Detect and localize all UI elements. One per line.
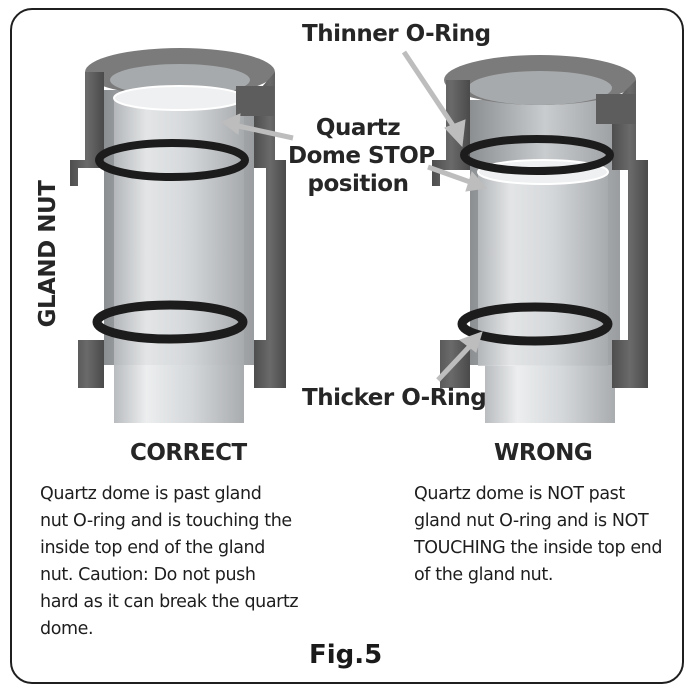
correct-description: Quartz dome is past gland nut O-ring and…	[40, 481, 299, 643]
wrong-assembly	[432, 55, 648, 423]
thicker-oring-label: Thicker O-Ring	[302, 385, 487, 411]
upper-oring	[95, 139, 249, 181]
quartz-dome	[114, 96, 244, 366]
callout-arrows	[221, 50, 487, 382]
thinner-oring-label: Thinner O-Ring	[302, 21, 491, 47]
quartz-stop-line2: Dome STOP	[288, 143, 435, 169]
correct-assembly	[70, 48, 286, 423]
correct-line: nut O-ring and is touching the	[40, 511, 292, 531]
correct-line: dome.	[40, 619, 94, 639]
figure-border	[10, 8, 684, 684]
wrong-line: Quartz dome is NOT past	[414, 484, 625, 504]
lower-oring	[92, 300, 248, 344]
wrong-line: TOUCHING the inside top end	[414, 538, 663, 558]
correct-line: hard as it can break the quartz	[40, 592, 299, 612]
quartz-stop-line3: position	[307, 171, 409, 197]
lower-oring-right	[457, 302, 613, 346]
quartz-stop-label: Quartz Dome STOP position	[288, 114, 435, 198]
figure-label: Fig.5	[309, 640, 383, 670]
wrong-title: WRONG	[494, 440, 593, 466]
gland-nut-side-label: GLAND NUT	[35, 180, 61, 328]
wrong-line: of the gland nut.	[414, 565, 553, 585]
gland-nut-right-wall	[254, 72, 286, 388]
correct-line: nut. Caution: Do not push	[40, 565, 256, 585]
wrong-line: gland nut O-ring and is NOT	[414, 511, 649, 531]
correct-title: CORRECT	[130, 440, 247, 466]
quartz-tube-lower	[114, 365, 244, 423]
gland-nut-left-wall	[70, 72, 104, 388]
wrong-description: Quartz dome is NOT past gland nut O-ring…	[414, 481, 662, 589]
correct-line: Quartz dome is past gland	[40, 484, 262, 504]
upper-oring-right	[460, 135, 614, 175]
quartz-stop-line1: Quartz	[315, 115, 401, 141]
quartz-tube-lower-right	[485, 365, 615, 423]
correct-line: inside top end of the gland	[40, 538, 265, 558]
